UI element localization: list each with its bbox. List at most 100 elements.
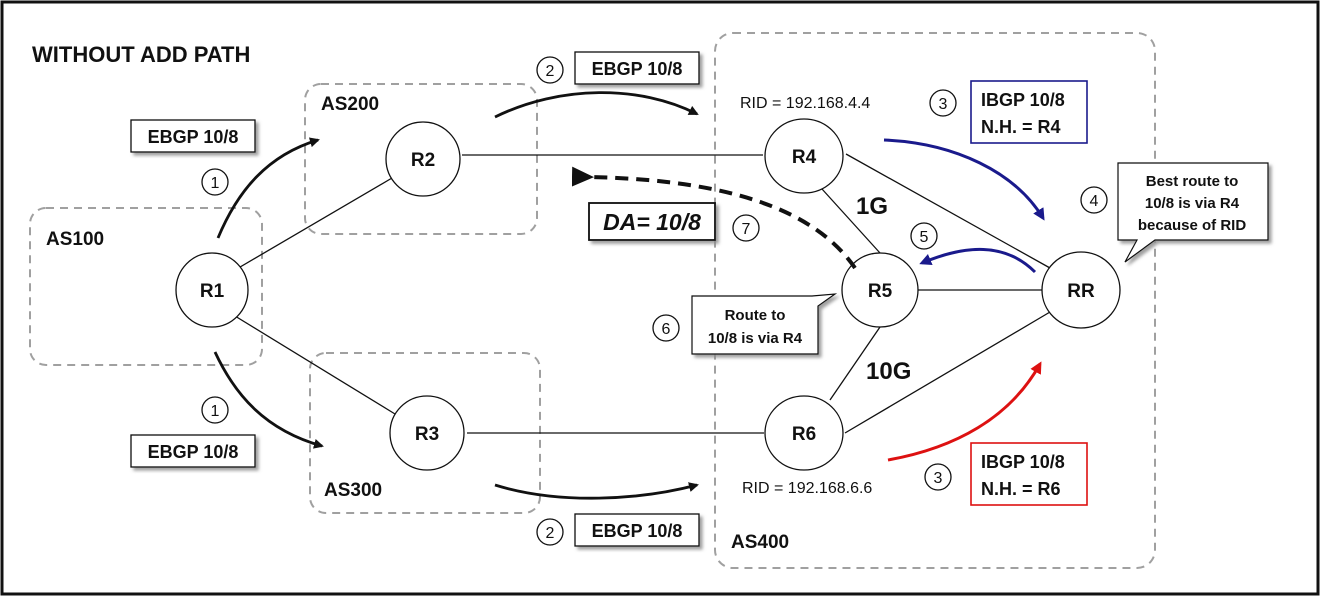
ibgp-box-r4-line2: N.H. = R4 [981, 117, 1061, 137]
callout-rr-frame [1117, 162, 1269, 263]
as200-boundary [304, 83, 538, 235]
step-3-top: 3 [929, 89, 957, 117]
router-r4-label: R4 [792, 147, 817, 168]
step-2-top-circle [536, 56, 564, 84]
ebgp-box-r2-r4: EBGP 10/8 [574, 51, 700, 85]
step-5-circle [910, 222, 938, 250]
arrow-rr-to-r5 [919, 248, 1037, 274]
router-r1[interactable]: R1 [175, 252, 249, 328]
router-r5-shape [841, 252, 919, 328]
as100-boundary [29, 207, 263, 366]
router-rr-shape [1041, 251, 1121, 329]
step-3-bottom: 3 [924, 463, 952, 491]
ibgp-box-r6-frame [970, 442, 1088, 506]
rid-r4: RID = 192.168.4.4 [740, 95, 870, 112]
link-r4-r5 [821, 188, 881, 254]
router-r3-label: R3 [415, 424, 439, 445]
callout-r5-frame [691, 293, 838, 355]
step-6: 6 [652, 314, 680, 342]
step-4-number: 4 [1090, 193, 1099, 210]
callout-r5-line1: Route to [725, 307, 786, 324]
link-r1-r3 [234, 315, 396, 415]
step-7-number: 7 [742, 221, 751, 238]
router-r3-shape [389, 395, 465, 471]
da-box-frame [588, 202, 716, 241]
links [234, 153, 1051, 434]
router-r6-shape [764, 395, 844, 471]
da-box: DA= 10/8 [588, 202, 716, 241]
ebgp-box-r3-r6-text: EBGP 10/8 [592, 521, 683, 541]
callout-rr-line2: 10/8 is via R4 [1145, 195, 1240, 212]
ebgp-box-r1-r2-frame [130, 119, 256, 153]
link-r6-rr [844, 311, 1051, 434]
arrow-ebgp-r1-to-as300 [213, 351, 324, 449]
router-r6[interactable]: R6 [764, 395, 844, 471]
router-r4-shape [764, 118, 844, 194]
ebgp-box-r3-r6: EBGP 10/8 [574, 513, 700, 547]
rid-r6: RID = 192.168.6.6 [742, 480, 872, 497]
ebgp-box-r1-r3-text: EBGP 10/8 [148, 442, 239, 462]
callout-r5-line2: 10/8 is via R4 [708, 330, 803, 347]
step-1-top-number: 1 [211, 175, 220, 192]
link-r4-rr [845, 153, 1051, 269]
ibgp-box-r4-frame [970, 80, 1088, 144]
ebgp-box-r1-r3: EBGP 10/8 [130, 434, 256, 468]
step-2-top-number: 2 [546, 63, 555, 80]
arrow-ebgp-as200-to-as400 [494, 91, 699, 119]
step-1-top-circle [201, 168, 229, 196]
step-4-circle [1080, 186, 1108, 214]
speed-r4-r5: 1G [856, 193, 888, 220]
ebgp-box-r3-r6-frame [574, 513, 700, 547]
router-r5[interactable]: R5 [841, 252, 919, 328]
router-r6-label: R6 [792, 424, 816, 445]
arrow-ibgp-r4-to-rr [883, 138, 1045, 221]
router-r1-shape [175, 252, 249, 328]
step-2-top: 2 [536, 56, 564, 84]
step-1-bottom-circle [201, 396, 229, 424]
as300-label: AS300 [324, 480, 382, 501]
step-7: 7 [732, 214, 760, 242]
router-r4[interactable]: R4 [764, 118, 844, 194]
ibgp-box-r4-line1: IBGP 10/8 [981, 90, 1065, 110]
router-r1-label: R1 [200, 281, 225, 302]
arrow-r5-dataflow-to-r2 [571, 166, 857, 270]
as100-label: AS100 [46, 229, 104, 250]
ibgp-box-r6-line2: N.H. = R6 [981, 479, 1061, 499]
as400-label: AS400 [731, 532, 789, 553]
ebgp-box-r2-r4-frame [574, 51, 700, 85]
step-3-top-number: 3 [939, 96, 948, 113]
ebgp-box-r2-r4-text: EBGP 10/8 [592, 59, 683, 79]
ibgp-box-r6-line1: IBGP 10/8 [981, 452, 1065, 472]
callout-r5-route: Route to 10/8 is via R4 [691, 293, 838, 355]
router-rr-label: RR [1067, 281, 1095, 302]
arrow-ibgp-r6-to-rr [887, 361, 1042, 462]
step-1-bottom-number: 1 [211, 403, 220, 420]
diagram-title: WITHOUT ADD PATH [32, 42, 250, 67]
router-r2[interactable]: R2 [385, 121, 461, 197]
ebgp-box-r1-r2: EBGP 10/8 [130, 119, 256, 153]
step-3-bottom-circle [924, 463, 952, 491]
router-r2-shape [385, 121, 461, 197]
callout-rr-best-route: Best route to 10/8 is via R4 because of … [1117, 162, 1269, 263]
da-box-text: DA= 10/8 [603, 209, 701, 235]
step-4: 4 [1080, 186, 1108, 214]
callout-rr-line1: Best route to [1146, 173, 1239, 190]
arrow-ebgp-as300-to-as400 [494, 482, 699, 500]
router-r2-label: R2 [411, 150, 435, 171]
link-r1-r2 [234, 177, 393, 271]
callout-rr-line3: because of RID [1138, 217, 1247, 234]
ebgp-box-r1-r2-text: EBGP 10/8 [148, 127, 239, 147]
as200-label: AS200 [321, 94, 379, 115]
step-6-circle [652, 314, 680, 342]
router-rr[interactable]: RR [1041, 251, 1121, 329]
router-r3[interactable]: R3 [389, 395, 465, 471]
step-1-top: 1 [201, 168, 229, 196]
step-5: 5 [910, 222, 938, 250]
link-r5-r6 [829, 326, 881, 401]
router-r5-label: R5 [868, 281, 893, 302]
ibgp-box-r6: IBGP 10/8 N.H. = R6 [970, 442, 1088, 506]
step-7-circle [732, 214, 760, 242]
